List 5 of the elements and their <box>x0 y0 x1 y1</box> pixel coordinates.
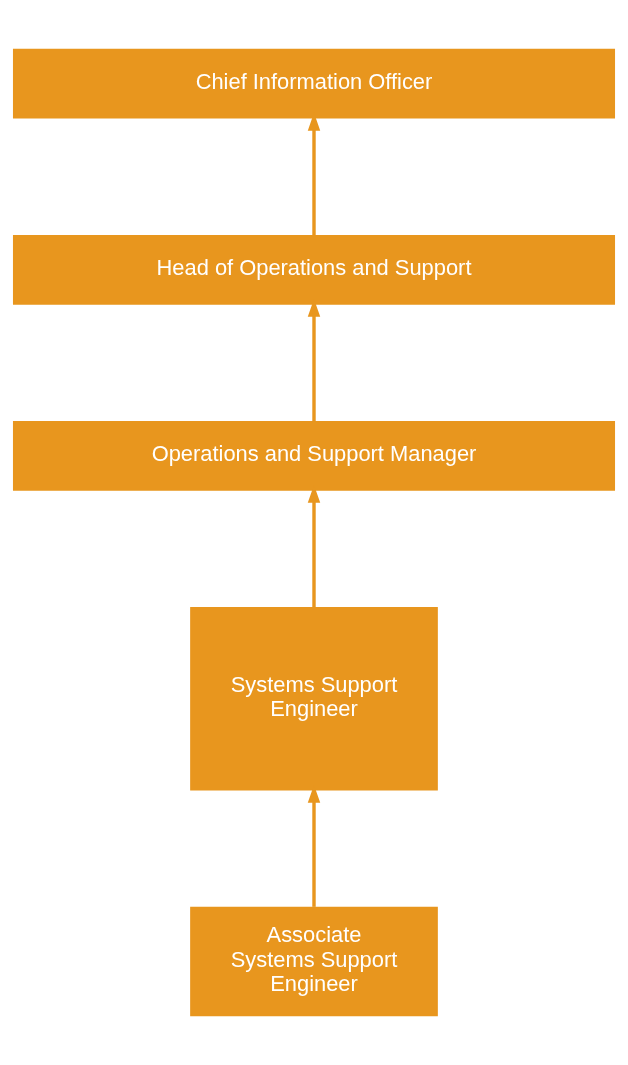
node-box: Systems Support Engineer <box>190 607 438 791</box>
node-box: Chief Information Officer <box>12 48 616 119</box>
node-box: Head of Operations and Support <box>12 234 616 305</box>
node-box: Associate Systems Support Engineer <box>190 906 438 1017</box>
node-box: Operations and Support Manager <box>12 420 616 491</box>
